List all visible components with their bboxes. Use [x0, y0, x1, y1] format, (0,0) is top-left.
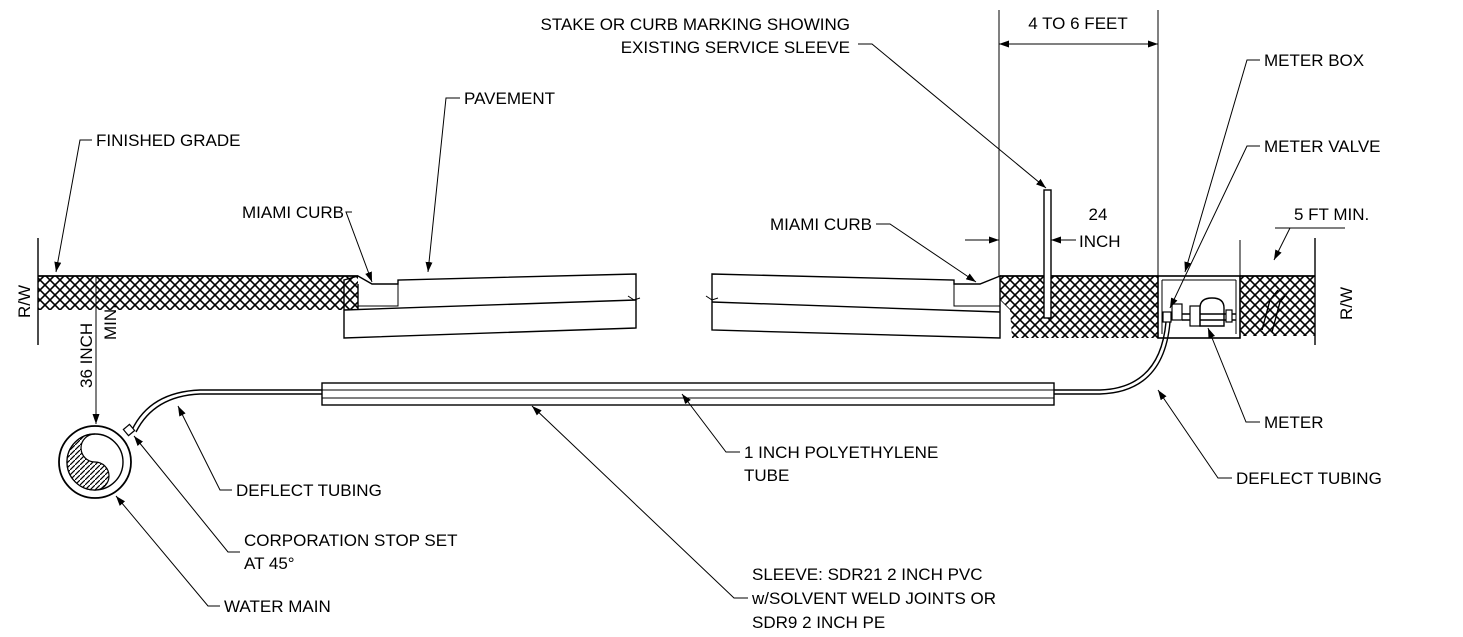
- dim-4-to-6-feet: [998, 10, 1159, 276]
- label-sleeve-line1: SLEEVE: SDR21 2 INCH PVC: [752, 565, 983, 584]
- label-corp-line2: AT 45°: [244, 554, 295, 573]
- label-stake-line2: EXISTING SERVICE SLEEVE: [621, 38, 850, 57]
- label-meter: METER: [1264, 413, 1324, 432]
- label-water-main: WATER MAIN: [224, 597, 331, 616]
- label-meter-valve: METER VALVE: [1264, 137, 1381, 156]
- label-finished-grade: FINISHED GRADE: [96, 131, 241, 150]
- label-stake-line1: STAKE OR CURB MARKING SHOWING: [541, 15, 851, 34]
- label-deflect-right: DEFLECT TUBING: [1236, 469, 1382, 488]
- label-5-ft-min: 5 FT MIN.: [1294, 205, 1369, 224]
- label-deflect-left: DEFLECT TUBING: [236, 481, 382, 500]
- pavement-right: [705, 273, 1001, 339]
- label-poly-line2: TUBE: [744, 466, 789, 485]
- soil-right: [1000, 275, 1315, 338]
- label-4-to-6-feet: 4 TO 6 FEET: [1028, 14, 1128, 33]
- leader-lines: [54, 43, 1260, 607]
- pavement-left: [343, 273, 641, 339]
- label-miami-curb-right: MIAMI CURB: [770, 215, 872, 234]
- dim-5-ft-min: [1239, 227, 1345, 276]
- meter: [1182, 297, 1236, 327]
- label-dim-24: 24: [1089, 205, 1108, 224]
- label-poly-line1: 1 INCH POLYETHYLENE: [744, 443, 938, 462]
- polyethylene-tube: [131, 321, 1171, 433]
- stake-marker: [1043, 189, 1052, 319]
- label-meter-box: METER BOX: [1264, 51, 1364, 70]
- water-main: [58, 423, 136, 499]
- label-depth-36: 36 INCH: [77, 323, 96, 388]
- label-rw-left: R/W: [15, 285, 34, 318]
- label-corp-line1: CORPORATION STOP SET: [244, 531, 457, 550]
- label-sleeve-line3: SDR9 2 INCH PE: [752, 613, 885, 632]
- soil-left: [38, 275, 358, 310]
- label-pavement: PAVEMENT: [464, 89, 555, 108]
- label-sleeve-line2: w/SOLVENT WELD JOINTS OR: [751, 589, 996, 608]
- label-miami-curb-left: MIAMI CURB: [242, 203, 344, 222]
- label-dim-inch: INCH: [1079, 232, 1121, 251]
- label-rw-right: R/W: [1337, 287, 1356, 320]
- label-depth-min: MIN.: [101, 304, 120, 340]
